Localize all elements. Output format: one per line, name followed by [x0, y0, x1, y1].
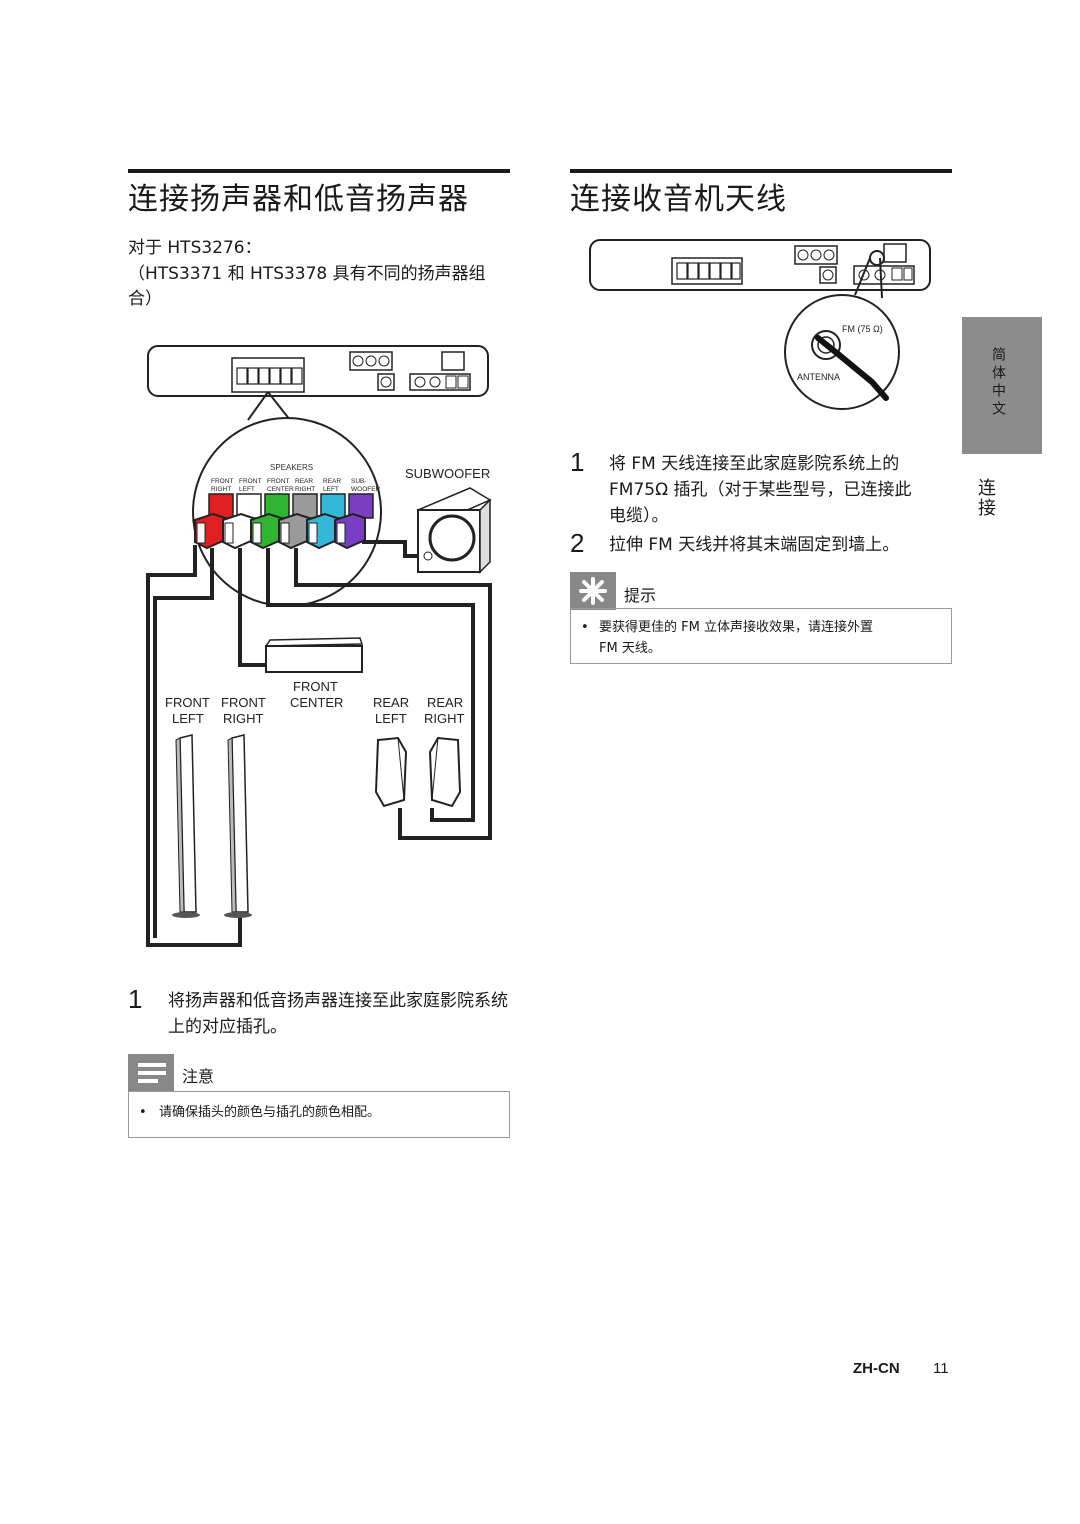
center-speaker: [264, 637, 364, 673]
caution-bullet: •: [139, 1105, 147, 1120]
language-tab-label: 简体中文: [990, 347, 1006, 419]
plug-band: [252, 522, 262, 544]
right-step-1-number: 1: [570, 447, 585, 477]
plug-band: [196, 522, 206, 544]
right-step-1-line-1: 将 FM 天线连接至此家庭影院系统上的: [609, 454, 900, 474]
right-title-rule: [570, 169, 952, 173]
caution-item: 请确保插头的颜色与插孔的颜色相配。: [159, 1105, 381, 1120]
front-right-speaker: [224, 734, 252, 918]
rear-right-label-1: REAR: [427, 695, 463, 710]
jack-label-top: FRONT: [211, 478, 233, 485]
front-center-label-1: FRONT: [293, 679, 338, 694]
speaker-connection-diagram: SPEAKERS FRONTRIGHTFRONTLEFTFRONTCENTERR…: [146, 345, 492, 947]
right-section-title: 连接收音机天线: [570, 182, 787, 217]
unit-rear-panel: [147, 345, 489, 397]
jack-label-bottom: LEFT: [323, 486, 339, 493]
antenna-connection-diagram: FM (75 Ω) ANTENNA: [589, 239, 931, 410]
front-left-label-2: LEFT: [172, 711, 204, 726]
right-step-1-line-2: FM75Ω 插孔（对于某些型号，已连接此: [609, 480, 912, 500]
left-step-text: 将扬声器和低音扬声器连接至此家庭影院系统上的对应插孔。: [168, 991, 508, 1037]
jack-label-bottom: RIGHT: [211, 486, 231, 493]
front-center-label-2: CENTER: [290, 695, 343, 710]
tip-label: 提示: [624, 586, 657, 605]
caution-box: • 请确保插头的颜色与插孔的颜色相配。: [128, 1091, 510, 1138]
jack-label-bottom: RIGHT: [295, 486, 315, 493]
speakers-label: SPEAKERS: [270, 463, 313, 472]
language-side-tab: 简体中文: [962, 317, 1042, 454]
rear-left-speaker: [374, 736, 408, 808]
antenna-label: ANTENNA: [797, 372, 840, 382]
rear-right-speaker: [428, 736, 462, 808]
tip-box: • 要获得更佳的 FM 立体声接收效果，请连接外置 FM 天线。: [570, 608, 952, 664]
right-step-1-line-3: 电缆）。: [609, 506, 669, 526]
front-right-label-1: FRONT: [221, 695, 266, 710]
subwoofer-box: [416, 487, 492, 574]
rear-right-label-2: RIGHT: [424, 711, 465, 726]
unit-rear-panel-fm: [589, 239, 931, 291]
subwoofer-label: SUBWOOFER: [405, 466, 490, 481]
jack-label-top: REAR: [295, 478, 313, 485]
jack-label-top: FRONT: [239, 478, 261, 485]
jack-label-top: FRONT: [267, 478, 289, 485]
tip-icon: [579, 577, 607, 605]
caution-icon-box: [128, 1054, 174, 1092]
jack-label-bottom: WOOFER: [351, 486, 381, 493]
footer-lang-code: ZH-CN: [853, 1360, 900, 1377]
jack-label-bottom: CENTER: [267, 486, 294, 493]
fm-jack-label: FM (75 Ω): [842, 324, 883, 334]
plug-band: [336, 522, 346, 544]
right-step-2-number: 2: [570, 528, 585, 558]
model-note: （HTS3371 和 HTS3378 具有不同的扬声器组合）: [128, 264, 486, 309]
front-left-speaker: [172, 734, 200, 918]
left-step-number: 1: [128, 984, 143, 1014]
jack-label-top: SUB-: [351, 478, 367, 485]
left-section-title: 连接扬声器和低音扬声器: [128, 182, 469, 217]
jack-label-top: REAR: [323, 478, 341, 485]
tip-item-line-2: FM 天线。: [599, 641, 661, 656]
plug-band: [280, 522, 290, 544]
right-step-2-text: 拉伸 FM 天线并将其末端固定到墙上。: [609, 535, 900, 555]
section-side-label: 连接: [975, 478, 996, 518]
rear-left-label-2: LEFT: [375, 711, 407, 726]
jack-label-bottom: LEFT: [239, 486, 255, 493]
front-right-label-2: RIGHT: [223, 711, 264, 726]
left-title-rule: [128, 169, 510, 173]
speaker-jack-panel: FRONTRIGHTFRONTLEFTFRONTCENTERREARRIGHTR…: [194, 478, 381, 550]
caution-label: 注意: [182, 1067, 215, 1086]
tip-icon-box: [570, 572, 616, 610]
model-line: 对于 HTS3276：: [128, 238, 262, 258]
rear-left-label-1: REAR: [373, 695, 409, 710]
tip-bullet: •: [581, 620, 589, 635]
plug-band: [224, 522, 234, 544]
tip-item-line-1: 要获得更佳的 FM 立体声接收效果，请连接外置: [599, 620, 873, 635]
plug-band: [308, 522, 318, 544]
footer-page-number: 11: [933, 1360, 949, 1377]
front-left-label-1: FRONT: [165, 695, 210, 710]
